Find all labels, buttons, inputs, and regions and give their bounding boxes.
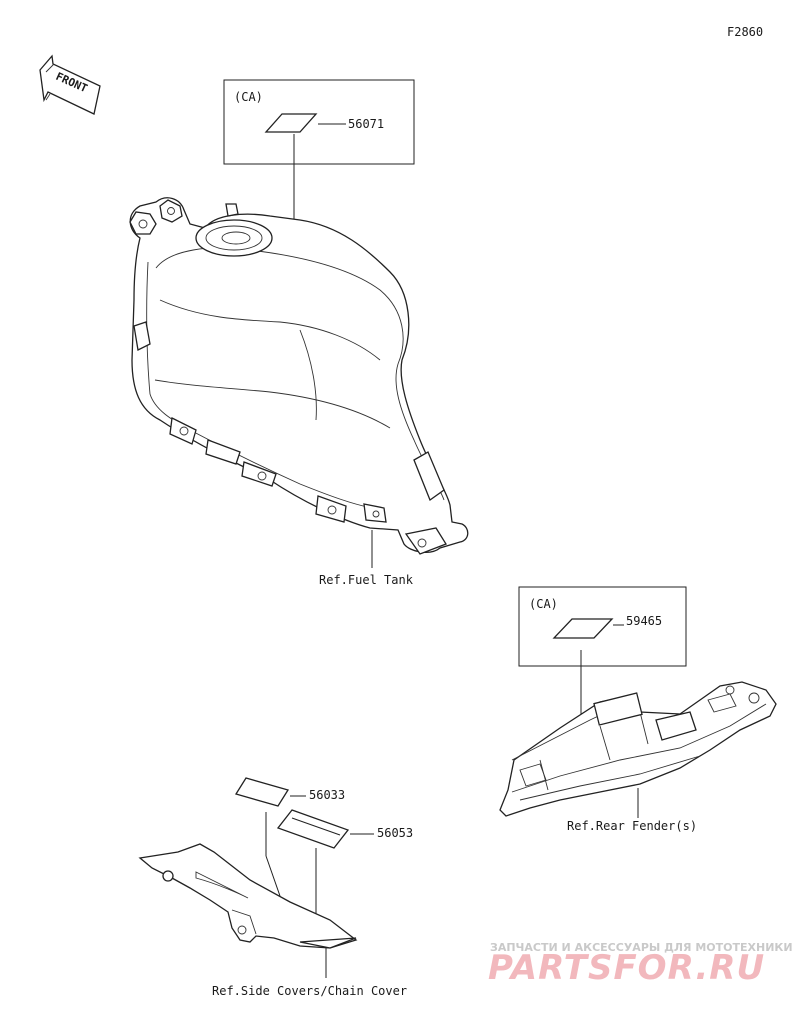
- callout-box-59465: [518, 586, 687, 667]
- callout-box-56071: [223, 79, 415, 165]
- ref-rear-fender[interactable]: Ref.Rear Fender(s): [567, 819, 697, 833]
- tank-label-callout: (CA) 56071: [223, 79, 415, 258]
- part-number-56053[interactable]: 56053: [377, 826, 413, 840]
- front-arrow-icon: FRONT: [39, 54, 101, 115]
- fender-label-callout: (CA) 59465: [518, 586, 687, 726]
- region-tag-ca-2: (CA): [529, 597, 558, 611]
- part-number-56033[interactable]: 56033: [309, 788, 345, 802]
- watermark-tagline: ЗАПЧАСТИ И АКСЕССУАРЫ ДЛЯ МОТОТЕХНИКИ: [490, 941, 793, 954]
- label-sticker-56033: [234, 777, 290, 807]
- ref-fuel-tank[interactable]: Ref.Fuel Tank: [319, 573, 414, 587]
- fuel-tank-illustration: [129, 197, 469, 568]
- chain-cover-callout: 56033 56053: [234, 777, 413, 920]
- part-number-56071[interactable]: 56071: [348, 117, 384, 131]
- rear-fender-illustration: [499, 681, 777, 818]
- figure-code: F2860: [727, 25, 763, 39]
- chain-cover-illustration: [138, 843, 358, 978]
- part-number-59465[interactable]: 59465: [626, 614, 662, 628]
- label-sticker-56053: [276, 809, 350, 849]
- region-tag-ca: (CA): [234, 90, 263, 104]
- label-sticker-59465: [552, 618, 614, 639]
- ref-side-covers[interactable]: Ref.Side Covers/Chain Cover: [212, 984, 407, 998]
- watermark-logo: PARTSFOR.RU: [488, 948, 765, 988]
- label-sticker-56071: [264, 113, 318, 133]
